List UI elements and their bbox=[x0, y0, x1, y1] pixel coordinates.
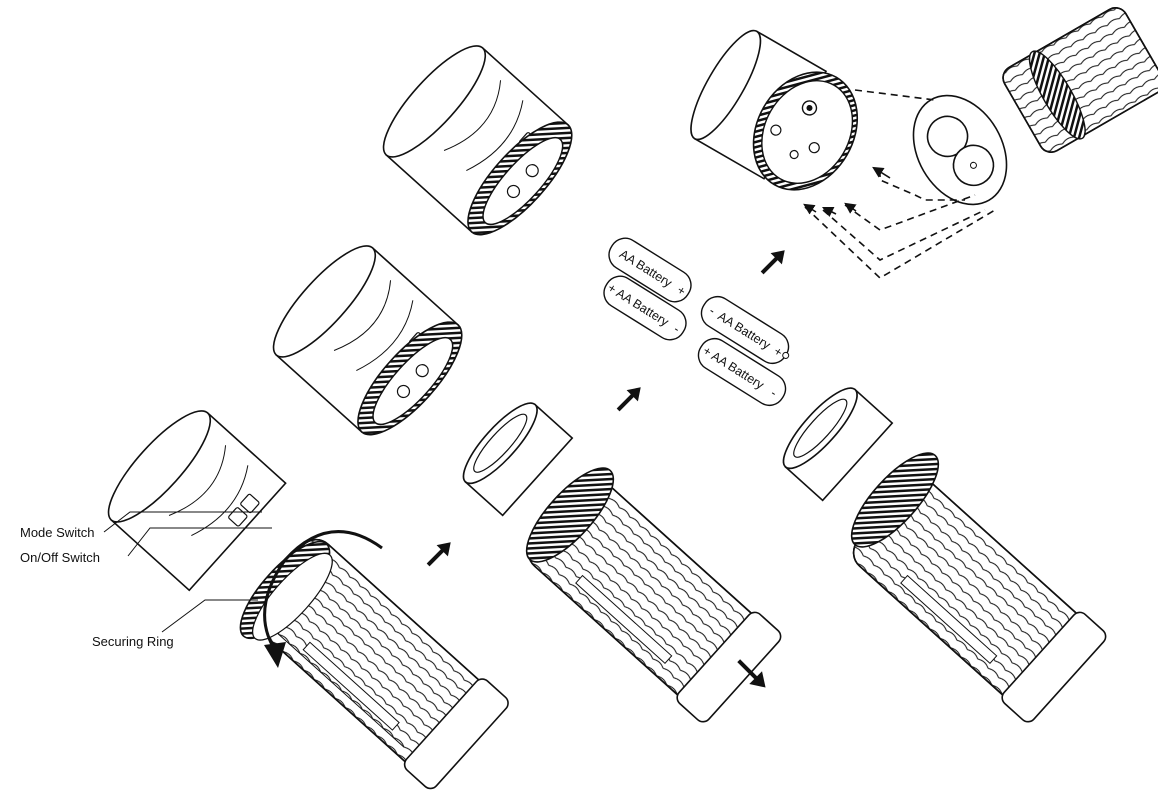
aa-battery-3: + AA Battery - bbox=[603, 275, 687, 341]
on-off-switch-label: On/Off Switch bbox=[20, 550, 100, 565]
arrow-icon bbox=[760, 250, 785, 275]
arrow-icon bbox=[616, 387, 641, 412]
body-tube-view bbox=[912, 7, 1158, 206]
mode-switch-label: Mode Switch bbox=[20, 525, 94, 540]
arrow-icon bbox=[426, 542, 451, 567]
callout-on-off-switch: On/Off Switch bbox=[20, 527, 272, 565]
alignment-arrowheads bbox=[803, 166, 891, 218]
rotate-arrow-icon bbox=[263, 530, 383, 668]
aa-battery-4: + AA Battery - bbox=[697, 337, 787, 407]
head-contacts-view bbox=[690, 29, 859, 191]
flashlight-head-detached bbox=[272, 245, 463, 436]
flashlight-body-right bbox=[782, 387, 1107, 723]
battery-minus: - bbox=[768, 386, 779, 400]
callout-securing-ring: Securing Ring bbox=[92, 599, 258, 649]
battery-minus: - bbox=[671, 322, 682, 336]
flashlight-head-top bbox=[382, 45, 573, 236]
securing-ring-label: Securing Ring bbox=[92, 634, 174, 649]
flashlight-assembled-1 bbox=[107, 410, 509, 790]
battery-minus: - bbox=[707, 304, 718, 318]
arrow-icon bbox=[737, 659, 766, 688]
flashlight-body-detached bbox=[462, 402, 782, 723]
alignment-detail bbox=[690, 7, 1158, 279]
callout-mode-switch: Mode Switch bbox=[20, 511, 262, 540]
